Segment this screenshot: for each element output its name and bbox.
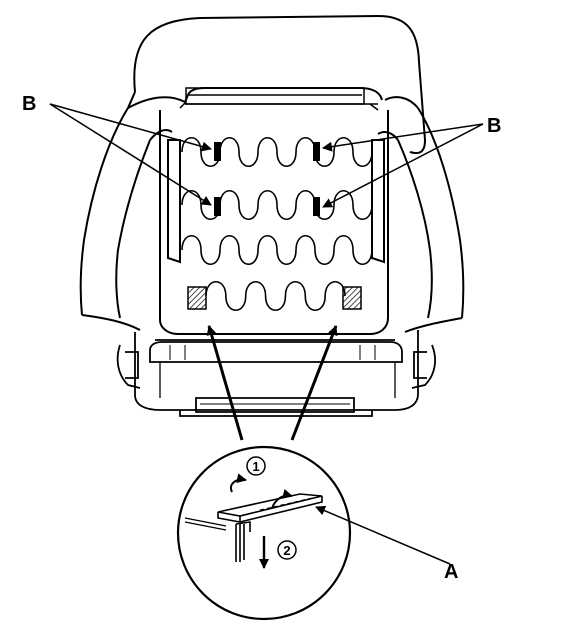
step-1-marker: 1 <box>246 456 266 476</box>
detail-pointer-arrows <box>206 325 338 441</box>
clip-b-upper-right <box>313 142 320 161</box>
step-1-label: 1 <box>252 459 259 474</box>
seat-base <box>116 330 436 417</box>
spring-row <box>205 280 346 312</box>
clips-b <box>214 142 320 216</box>
clip-b-lower-left <box>214 197 221 216</box>
clip-b-lower-right <box>313 197 320 216</box>
detail-clip-illustration <box>184 473 323 569</box>
headrest-pad <box>185 87 365 105</box>
step-2-marker: 2 <box>277 540 297 560</box>
clip-hatched-right <box>342 286 362 310</box>
callout-b-right: B <box>487 115 501 137</box>
step-2-label: 2 <box>283 543 290 558</box>
clip-hatched-left <box>187 286 207 310</box>
callout-a: A <box>444 561 458 583</box>
callout-b-left: B <box>22 93 36 115</box>
clip-b-upper-left <box>214 142 221 161</box>
leader-line-a <box>315 505 451 565</box>
detail-circle <box>176 445 352 621</box>
spring-row <box>181 189 373 221</box>
leader-lines-b <box>49 103 484 208</box>
spring-row <box>181 136 373 168</box>
seat-springs <box>181 136 373 312</box>
spring-row <box>181 234 373 266</box>
seat-back-shell <box>79 14 465 335</box>
